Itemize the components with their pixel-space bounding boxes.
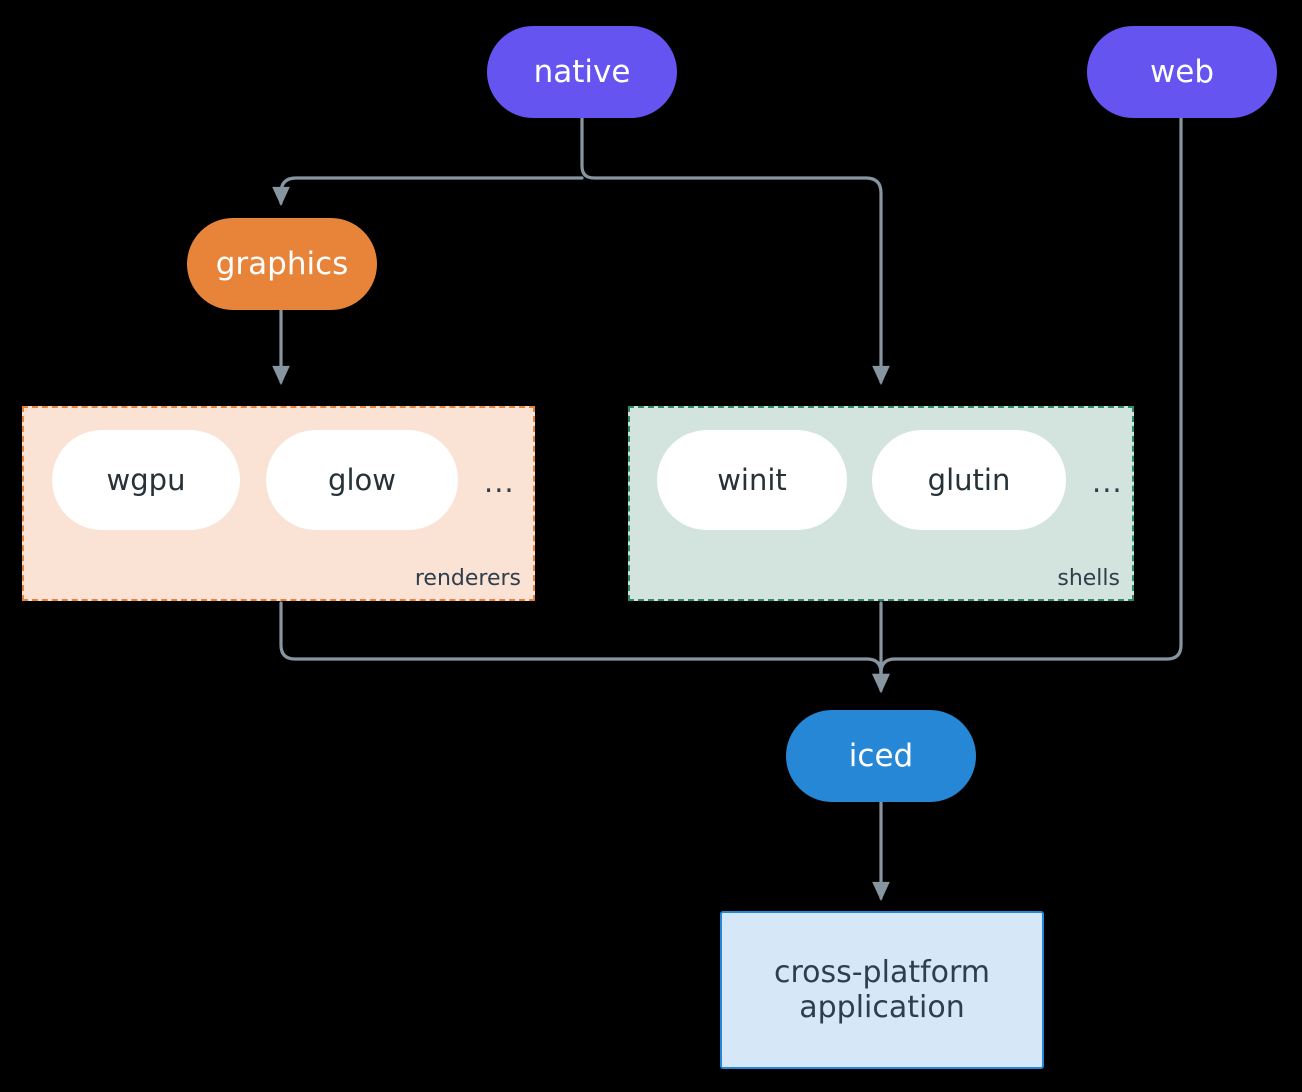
chip-glow-label: glow xyxy=(328,463,396,497)
edge-renderers-to-iced xyxy=(279,601,890,694)
cluster-shells-label: shells xyxy=(1057,566,1120,591)
cluster-renderers-label: renderers xyxy=(414,566,521,591)
edge-native-fanout xyxy=(580,116,890,386)
node-iced-label: iced xyxy=(848,737,914,774)
edge-native-to-graphics xyxy=(272,176,584,207)
chip-winit[interactable]: winit xyxy=(657,430,847,530)
node-native-label: native xyxy=(533,53,631,90)
chip-glutin[interactable]: glutin xyxy=(872,430,1066,530)
node-graphics[interactable]: graphics xyxy=(187,218,377,310)
node-web-label: web xyxy=(1149,53,1215,90)
chip-glutin-label: glutin xyxy=(927,463,1011,497)
node-application[interactable]: cross-platform application xyxy=(720,911,1044,1069)
node-application-label: cross-platform application xyxy=(773,954,991,1025)
node-graphics-label: graphics xyxy=(215,245,349,282)
node-web[interactable]: web xyxy=(1087,26,1277,118)
node-native[interactable]: native xyxy=(487,26,677,118)
chip-wgpu[interactable]: wgpu xyxy=(52,430,240,530)
chip-glow[interactable]: glow xyxy=(266,430,458,530)
chip-wgpu-label: wgpu xyxy=(106,463,186,497)
edge-web-to-iced xyxy=(872,116,1183,694)
cluster-shells: winit glutin ... shells xyxy=(628,406,1134,601)
node-iced[interactable]: iced xyxy=(786,710,976,802)
shells-overflow-ellipsis: ... xyxy=(1092,465,1123,499)
cluster-renderers: wgpu glow ... renderers xyxy=(22,406,535,601)
chip-winit-label: winit xyxy=(717,463,787,497)
renderers-overflow-ellipsis: ... xyxy=(484,465,515,499)
